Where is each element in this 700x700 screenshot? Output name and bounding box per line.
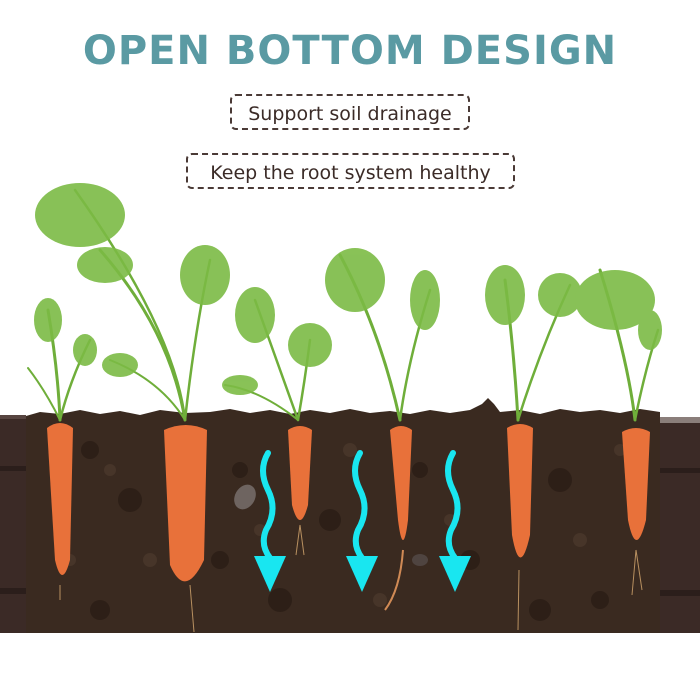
- feature-tag-drainage: Support soil drainage: [230, 94, 470, 130]
- carrots: [47, 423, 650, 633]
- down-arrow-icon: [439, 450, 471, 592]
- down-arrow-icon: [346, 450, 378, 592]
- down-arrow-icon: [254, 450, 286, 592]
- bed-wall-right: [660, 417, 700, 633]
- leaf-clusters: [34, 183, 662, 395]
- carrot-3: [288, 426, 312, 556]
- carrot-6: [622, 428, 650, 596]
- soil: [26, 398, 660, 633]
- carrot-5: [507, 424, 533, 631]
- carrot-2: [164, 425, 207, 633]
- feature-tag-root-health: Keep the root system healthy: [186, 153, 515, 189]
- carrot-4: [384, 426, 412, 611]
- page-title: OPEN BOTTOM DESIGN: [82, 28, 618, 74]
- bed-wall-left: [0, 415, 26, 633]
- carrot-1: [47, 423, 73, 600]
- drainage-arrows: [254, 450, 471, 592]
